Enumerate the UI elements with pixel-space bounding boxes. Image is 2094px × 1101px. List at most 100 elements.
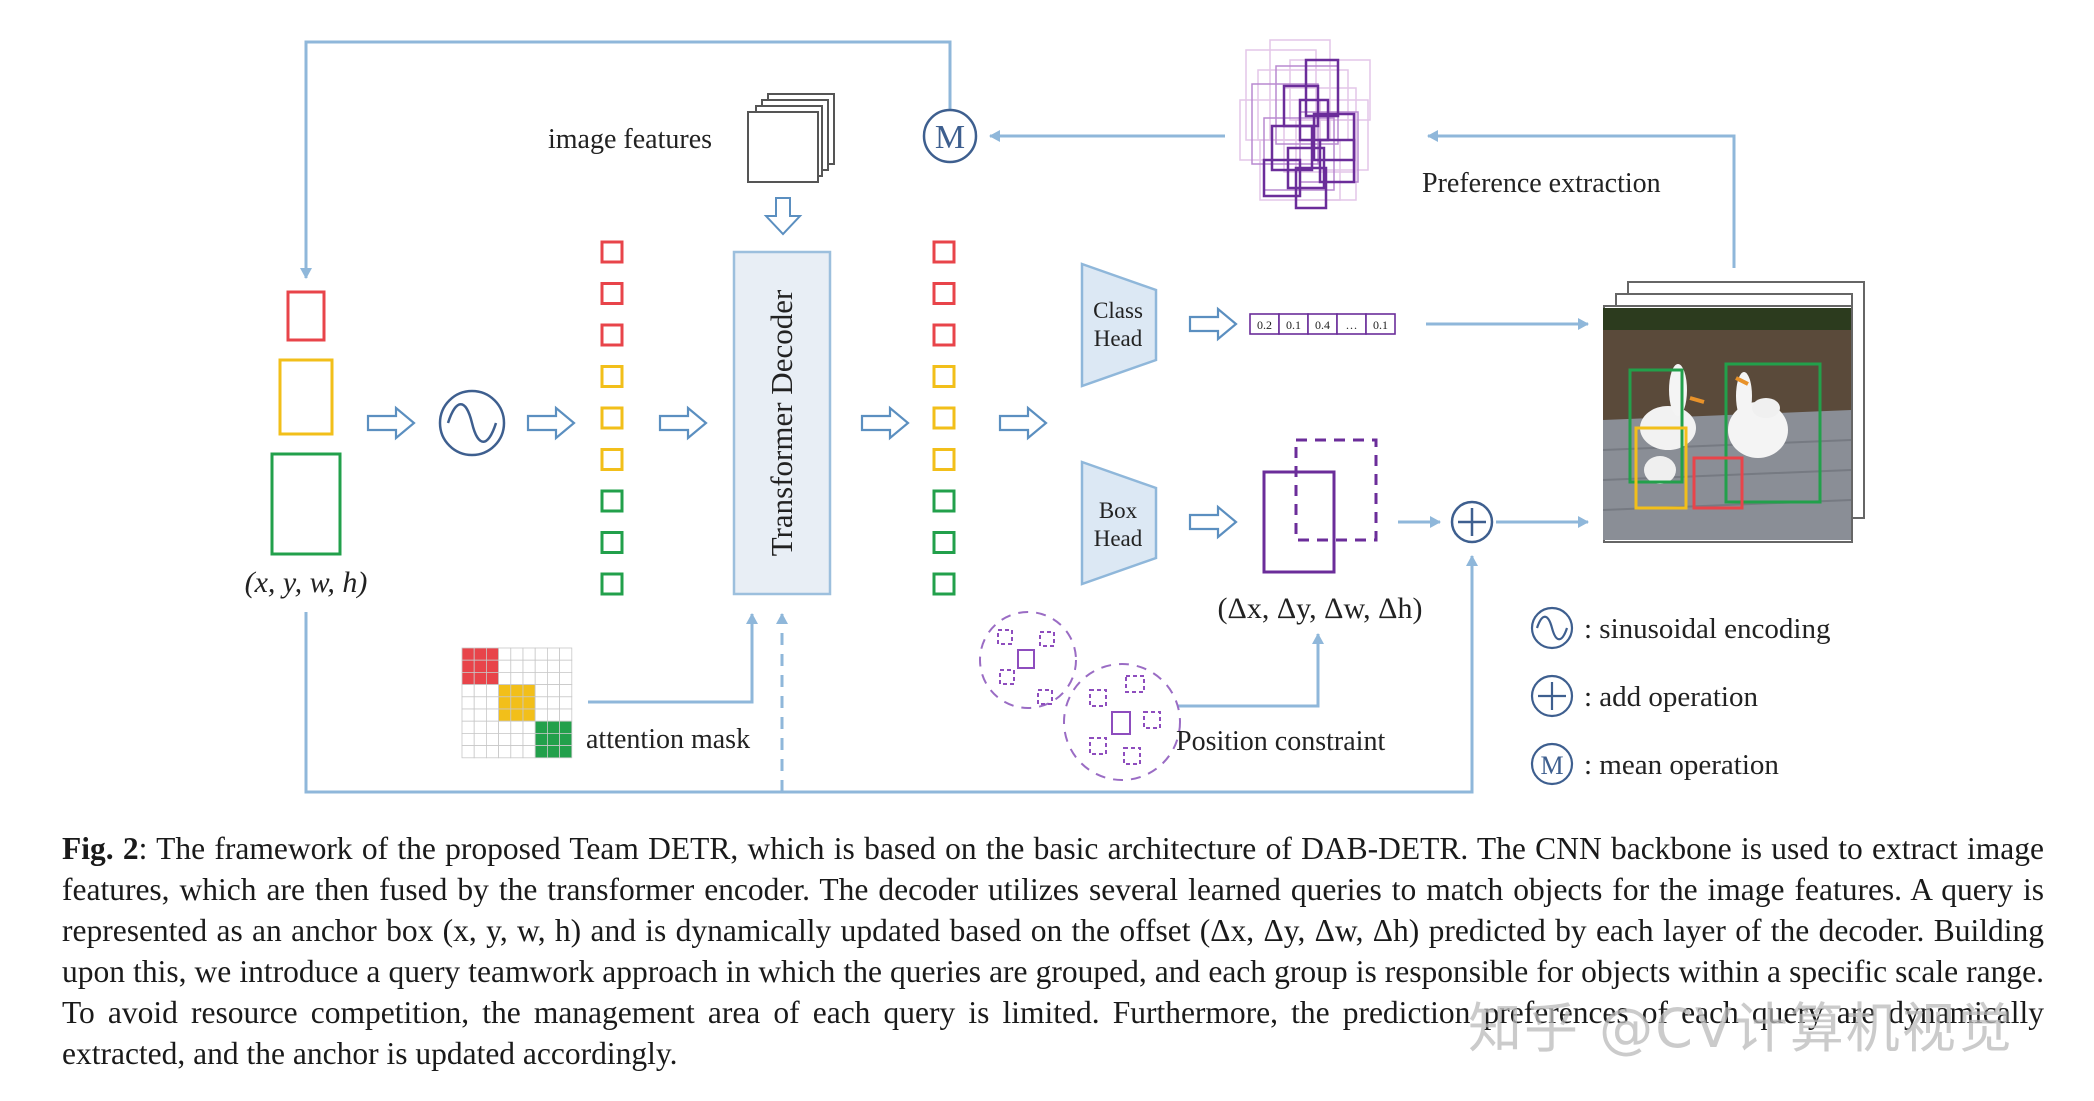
mask-cell <box>498 659 512 673</box>
mask-cell <box>473 672 487 686</box>
mask-cell <box>461 684 475 698</box>
mask-cell <box>559 684 573 698</box>
output-query-squares <box>932 240 956 596</box>
mask-cell <box>534 672 548 686</box>
arrow-decoder-to-outputs <box>860 406 910 440</box>
mask-cell <box>510 684 524 698</box>
mask-cell <box>485 696 499 710</box>
constraint-to-offset-arrow <box>1178 633 1324 708</box>
mask-cell <box>498 696 512 710</box>
anchor-box-red <box>286 290 326 342</box>
svg-text:Box: Box <box>1099 498 1138 523</box>
mask-cell <box>547 647 561 661</box>
query-square <box>600 448 624 471</box>
mask-cell <box>522 733 536 747</box>
mean-operation-icon: M <box>922 108 978 164</box>
mask-cell <box>498 647 512 661</box>
anchor-to-plus-line <box>304 555 1478 794</box>
faint-pref-box <box>1319 99 1369 171</box>
mask-cell <box>510 647 524 661</box>
query-square <box>932 572 956 596</box>
mean-to-anchor-line <box>300 40 952 279</box>
mask-cell <box>498 720 512 734</box>
input-query-squares <box>600 240 624 596</box>
offset-label: (Δx, Δy, Δw, Δh) <box>1218 592 1423 625</box>
mask-cell <box>473 720 487 734</box>
strong-pref-box <box>1312 112 1356 162</box>
mask-cell <box>461 672 475 686</box>
mask-cell <box>522 659 536 673</box>
query-square <box>600 240 624 264</box>
query-square <box>932 282 956 305</box>
mask-cell <box>559 696 573 710</box>
query-square <box>600 323 624 347</box>
query-square <box>932 323 956 347</box>
legend-sinusoidal-icon <box>1530 606 1574 650</box>
mask-cell <box>547 720 561 734</box>
mask-cell <box>473 733 487 747</box>
arrow-boxhead-to-offset <box>1188 505 1238 539</box>
transformer-decoder-block <box>732 250 832 596</box>
mask-cell <box>510 696 524 710</box>
legend: : sinusoidal encoding : add operation M … <box>1530 606 1830 786</box>
query-square <box>932 406 956 430</box>
mask-cell <box>510 708 524 722</box>
mask-cell <box>510 659 524 673</box>
mask-cell <box>473 696 487 710</box>
score-value: 0.4 <box>1315 318 1330 332</box>
arrow-queries-to-decoder <box>658 406 708 440</box>
mask-cell <box>559 720 573 734</box>
mask-cell <box>461 647 475 661</box>
mask-cell <box>522 672 536 686</box>
arrow-anchor-to-encoding <box>366 406 416 440</box>
mask-cell <box>534 659 548 673</box>
mask-cell <box>534 684 548 698</box>
position-constraint-label: Position constraint <box>1176 726 1385 757</box>
preference-boxes-cluster <box>1239 39 1371 210</box>
add-operation-icon <box>1450 500 1494 544</box>
query-square <box>600 531 624 554</box>
mask-cell <box>485 647 499 661</box>
mask-cell <box>522 708 536 722</box>
arrow-outputs-to-heads <box>998 406 1048 440</box>
mask-cell <box>498 733 512 747</box>
svg-text:Head: Head <box>1094 526 1143 551</box>
mask-cell <box>559 745 573 759</box>
mask-cell <box>461 745 475 759</box>
mask-cell <box>461 659 475 673</box>
mask-cell <box>485 720 499 734</box>
mask-cell <box>498 672 512 686</box>
legend-add-icon <box>1530 674 1574 718</box>
attention-mask-label: attention mask <box>586 724 750 755</box>
svg-text:M: M <box>1540 751 1563 780</box>
query-square <box>600 282 624 305</box>
score-value: … <box>1346 318 1358 332</box>
arrow-classhead-to-scores <box>1188 307 1238 341</box>
query-square <box>600 406 624 430</box>
query-square <box>932 365 956 388</box>
svg-text:Class: Class <box>1093 298 1143 323</box>
anchor-box-green <box>270 452 342 556</box>
mask-cell <box>473 745 487 759</box>
mask-cell <box>498 684 512 698</box>
mask-cell <box>534 647 548 661</box>
mask-cell <box>559 659 573 673</box>
mask-cell <box>485 684 499 698</box>
mask-cell <box>485 659 499 673</box>
mask-cell <box>485 745 499 759</box>
caption-text: : The framework of the proposed Team DET… <box>62 831 2044 1071</box>
legend-mean-label: : mean operation <box>1584 749 1779 781</box>
score-value: 0.2 <box>1257 318 1272 332</box>
mask-cell <box>510 733 524 747</box>
mask-cell <box>461 708 475 722</box>
mask-cell <box>534 708 548 722</box>
mask-cell <box>522 696 536 710</box>
mask-cell <box>485 672 499 686</box>
transformer-decoder-label: Transformer Decoder <box>764 289 799 556</box>
mask-cell <box>473 684 487 698</box>
mask-cell <box>522 684 536 698</box>
query-square <box>932 448 956 471</box>
mask-cell <box>498 745 512 759</box>
class-head: Class Head <box>1080 262 1158 388</box>
